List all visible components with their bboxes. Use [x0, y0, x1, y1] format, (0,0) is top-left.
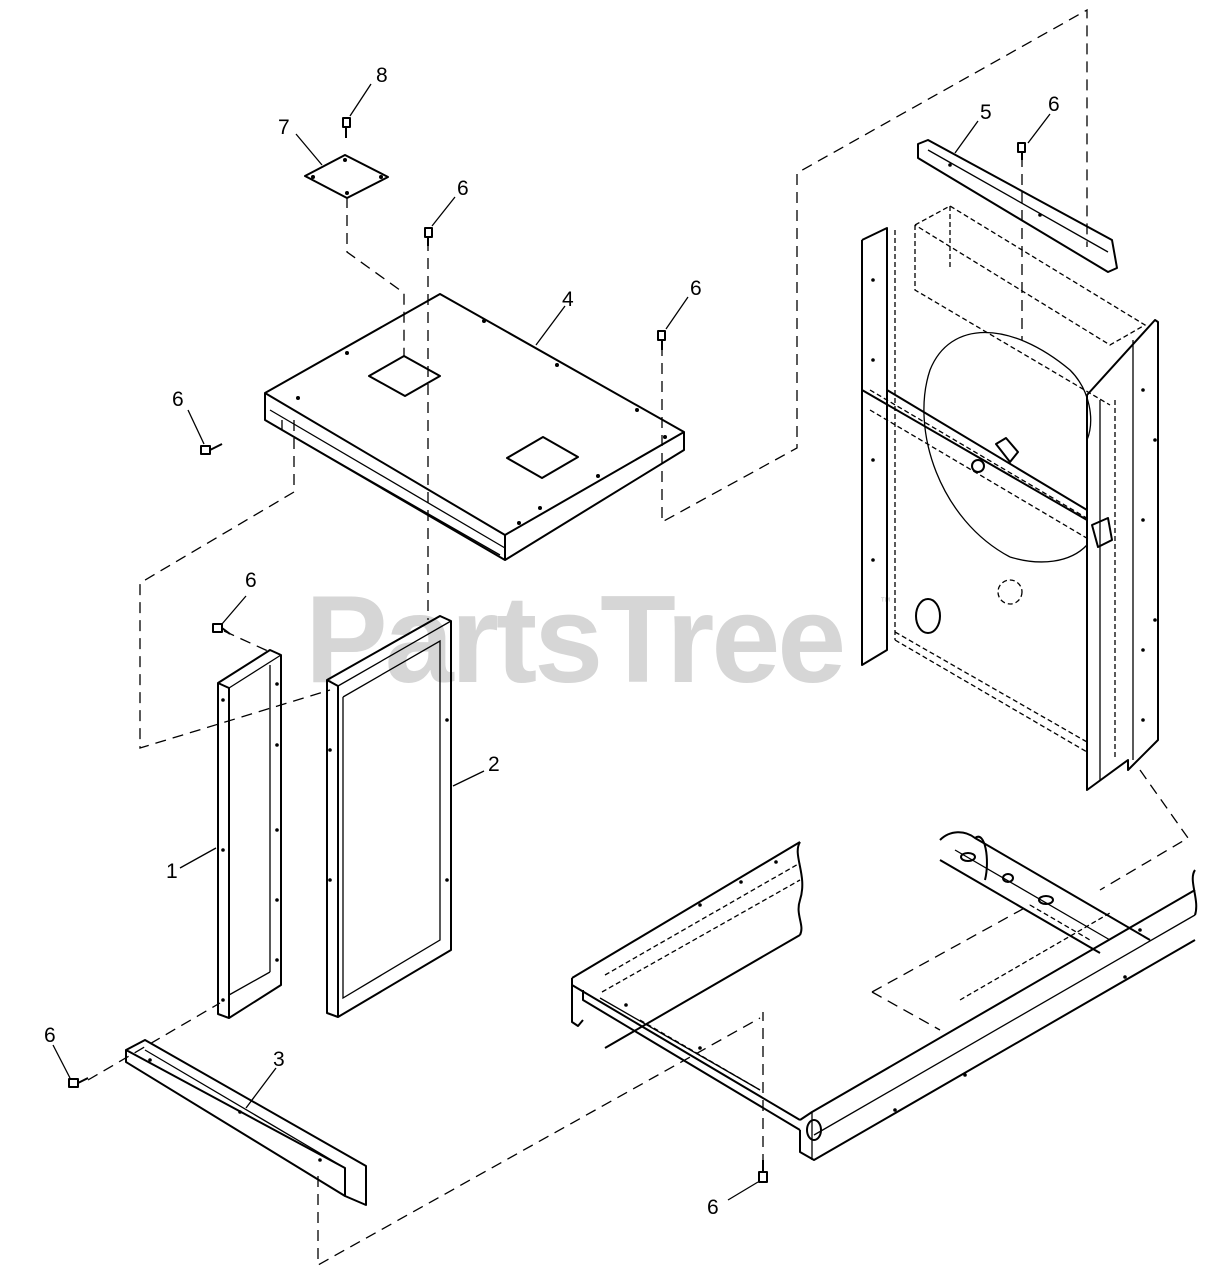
callout-6-bracket: 6 — [1048, 93, 1060, 116]
callout-6-roof-center: 6 — [457, 177, 469, 200]
part-base-frame — [571, 831, 1198, 1161]
callout-2: 2 — [488, 753, 500, 776]
screws — [68, 117, 1026, 1183]
callout-6-roof-left: 6 — [172, 388, 184, 411]
callout-leaders — [52, 83, 1051, 1201]
assembly-lines — [87, 8, 1189, 1267]
callout-7: 7 — [278, 116, 290, 139]
callout-6-panel: 6 — [245, 569, 257, 592]
part-cover-plate — [304, 154, 389, 199]
callout-3: 3 — [273, 1048, 285, 1071]
part-top-bracket — [917, 139, 1118, 273]
callout-numbers: 8 7 6 4 6 6 5 6 6 2 1 6 3 6 — [44, 64, 1060, 1219]
part-side-panel-narrow — [217, 649, 282, 1019]
part-radiator-shroud — [861, 205, 1159, 791]
callout-6-roof-right: 6 — [690, 277, 702, 300]
part-side-panel-wide — [326, 615, 452, 1018]
callout-6-bottom-left: 6 — [44, 1024, 56, 1047]
part-base-channel — [125, 1039, 367, 1206]
callout-1: 1 — [166, 860, 178, 883]
watermark-trademark: ™ — [880, 596, 891, 608]
part-roof-panel — [264, 293, 685, 561]
callout-4: 4 — [562, 288, 574, 311]
callout-6-bottom: 6 — [707, 1196, 719, 1219]
callout-5: 5 — [980, 101, 992, 124]
watermark: PartsTree — [305, 571, 843, 709]
callout-8: 8 — [376, 64, 388, 87]
